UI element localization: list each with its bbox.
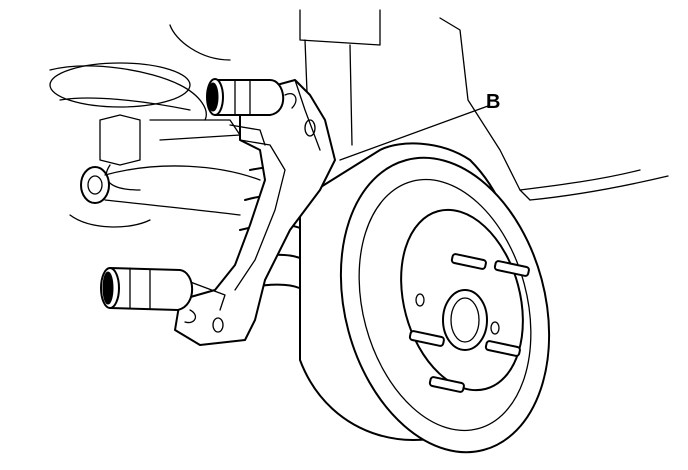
wheel-stud	[450, 253, 487, 270]
lower-control-arm	[69, 165, 261, 228]
wheel-stud	[408, 330, 445, 347]
caliper-bracket	[174, 79, 336, 346]
lower-guide-pin-boot	[100, 267, 197, 324]
upper-guide-pin-boot	[206, 78, 297, 116]
wheel-stud	[428, 376, 465, 393]
callout-b-leader-line	[339, 105, 489, 161]
wheel-studs	[408, 253, 530, 393]
wheel-stud	[493, 260, 530, 277]
callout-b-label: B	[486, 91, 500, 113]
callout-b: B	[339, 91, 500, 161]
brake-disc	[299, 142, 551, 454]
wheel-stud	[484, 340, 521, 357]
upper-control-arm	[49, 62, 241, 191]
